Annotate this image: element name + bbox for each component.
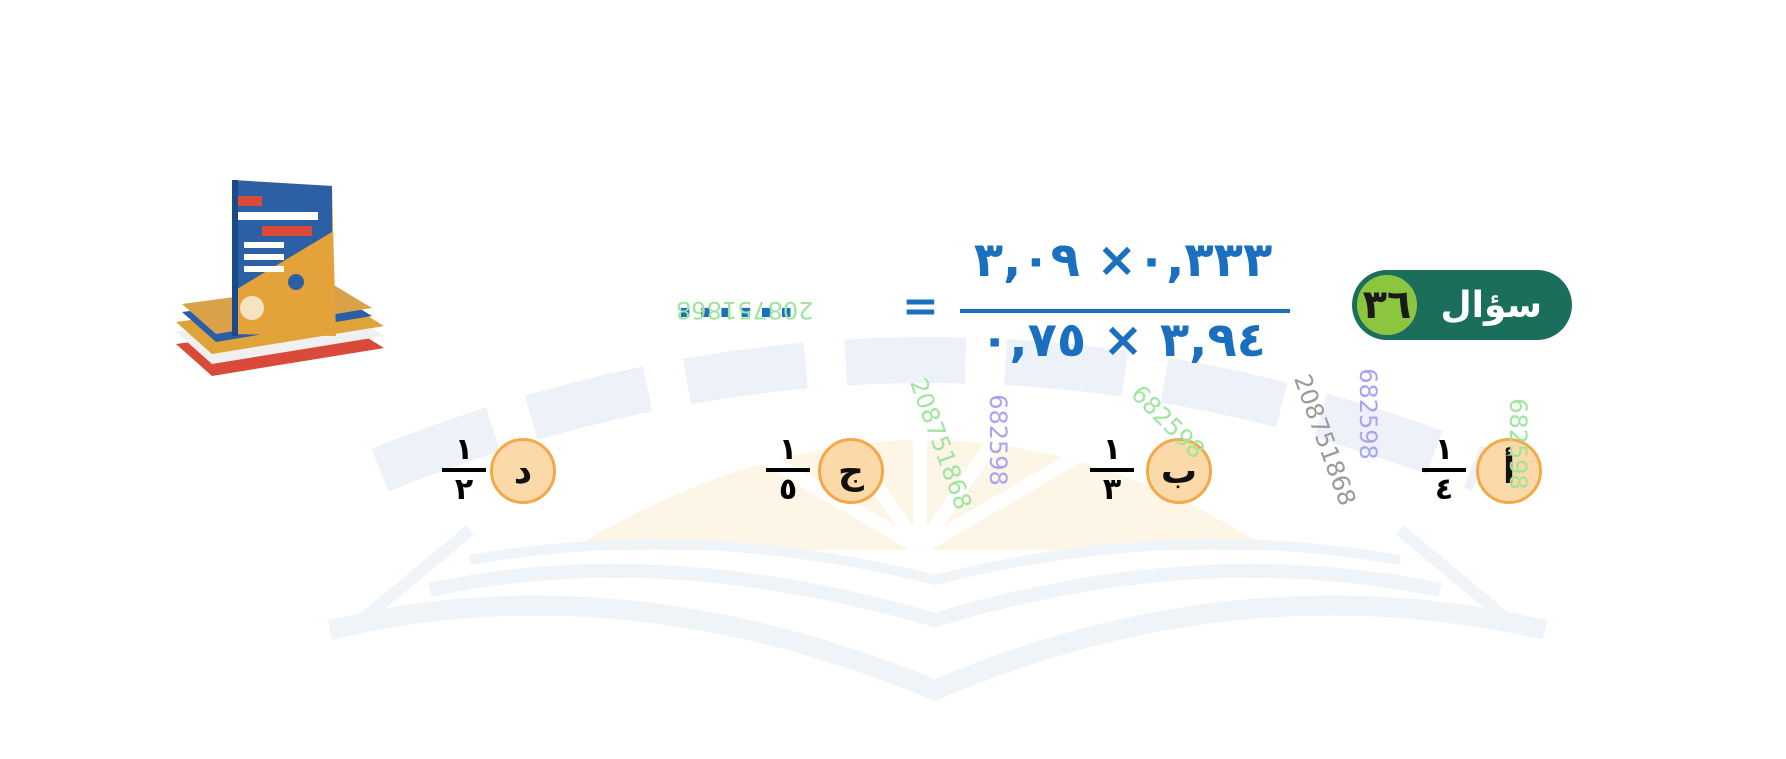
question-label: سؤال [1440, 284, 1542, 326]
option-b-denominator: ٣ [1102, 472, 1122, 507]
watermark-digits: 682598 [1503, 398, 1532, 490]
option-c-fraction: ١ ٥ [766, 434, 810, 506]
option-c-letter[interactable]: ج [818, 438, 884, 504]
book-stack-image [176, 180, 384, 376]
option-d-fraction: ١ ٢ [442, 434, 486, 506]
fraction-bar [960, 309, 1290, 313]
option-d-denominator: ٢ [454, 472, 474, 507]
option-c-numerator: ١ [778, 432, 798, 467]
fraction-numerator: ٠,٣٣٣× ٣,٠٩ [973, 232, 1273, 288]
option-a-fraction: ١ ٤ [1422, 434, 1466, 506]
watermark-digits: 682598 [1353, 368, 1382, 460]
option-a-numerator: ١ [1434, 432, 1454, 467]
watermark-digits: 682598 [983, 394, 1012, 486]
option-a-denominator: ٤ [1434, 472, 1454, 507]
option-b-fraction: ١ ٣ [1090, 434, 1134, 506]
watermark-digits: 208751868 [676, 296, 814, 324]
question-number-badge: سؤال ٣٦ [1352, 270, 1572, 340]
option-b-letter[interactable]: ب [1146, 438, 1212, 504]
option-b-numerator: ١ [1102, 432, 1122, 467]
fraction-denominator: ٣,٩٤ × ٠,٧٥ [980, 312, 1266, 368]
question-number: ٣٦ [1354, 272, 1420, 338]
option-b-fraction-bar [1090, 468, 1134, 472]
option-c-fraction-bar [766, 468, 810, 472]
option-c-denominator: ٥ [778, 472, 798, 507]
option-a-letter[interactable]: أ [1476, 438, 1542, 504]
option-d-fraction-bar [442, 468, 486, 472]
option-d-numerator: ١ [454, 432, 474, 467]
option-d-letter[interactable]: د [490, 438, 556, 504]
answer-blank: ...... [676, 273, 798, 329]
equals-sign: = [902, 281, 939, 332]
option-a-fraction-bar [1422, 468, 1466, 472]
